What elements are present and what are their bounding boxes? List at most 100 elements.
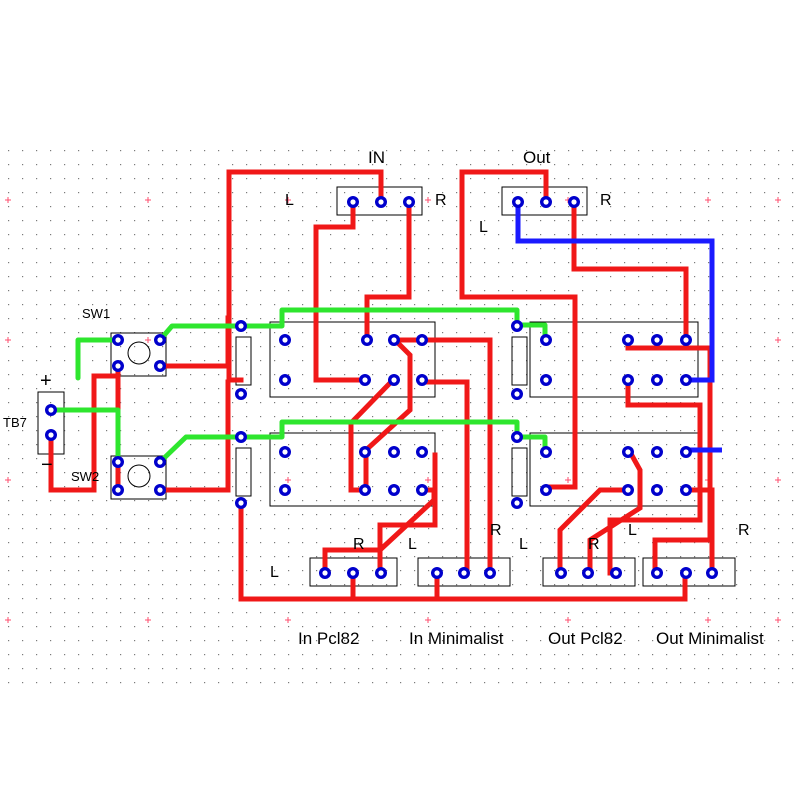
grid-dot bbox=[64, 164, 66, 166]
grid-dot bbox=[484, 556, 486, 558]
grid-dot bbox=[554, 640, 556, 642]
grid-dot bbox=[624, 500, 626, 502]
grid-dot bbox=[498, 164, 500, 166]
grid-dot bbox=[274, 192, 276, 194]
grid-dot bbox=[162, 248, 164, 250]
grid-dot bbox=[722, 584, 724, 586]
grid-dot bbox=[540, 178, 542, 180]
grid-dot bbox=[750, 304, 752, 306]
grid-dot bbox=[722, 402, 724, 404]
trace-in-l bbox=[313, 199, 368, 383]
grid-dot bbox=[274, 234, 276, 236]
grid-dot bbox=[750, 220, 752, 222]
grid-dot bbox=[512, 612, 514, 614]
grid-dot bbox=[190, 150, 192, 152]
grid-dot bbox=[414, 626, 416, 628]
grid-dot bbox=[204, 668, 206, 670]
grid-dot bbox=[372, 304, 374, 306]
grid-dot bbox=[246, 668, 248, 670]
grid-dot bbox=[610, 514, 612, 516]
relay-1-coil-icon bbox=[235, 336, 252, 386]
grid-dot bbox=[596, 346, 598, 348]
grid-dot bbox=[470, 528, 472, 530]
grid-dot bbox=[666, 164, 668, 166]
grid-dot bbox=[330, 332, 332, 334]
grid-dot bbox=[36, 290, 38, 292]
grid-dot bbox=[624, 668, 626, 670]
grid-dot bbox=[302, 346, 304, 348]
grid-dot bbox=[330, 276, 332, 278]
grid-dot bbox=[680, 318, 682, 320]
grid-dot bbox=[134, 612, 136, 614]
grid-dot bbox=[218, 626, 220, 628]
grid-dot bbox=[50, 374, 52, 376]
grid-dot bbox=[764, 178, 766, 180]
grid-dot bbox=[316, 402, 318, 404]
pad-hole bbox=[48, 407, 54, 413]
pad-hole bbox=[683, 449, 689, 455]
grid-dot bbox=[274, 374, 276, 376]
grid-dot bbox=[596, 654, 598, 656]
pad-hole bbox=[543, 377, 549, 383]
grid-dot bbox=[260, 682, 262, 684]
grid-dot bbox=[568, 346, 570, 348]
grid-dot bbox=[78, 668, 80, 670]
grid-dot bbox=[414, 262, 416, 264]
grid-dot bbox=[372, 654, 374, 656]
grid-dot bbox=[680, 668, 682, 670]
grid-dot bbox=[78, 458, 80, 460]
grid-dot bbox=[736, 682, 738, 684]
grid-dot bbox=[512, 472, 514, 474]
grid-dot bbox=[596, 276, 598, 278]
grid-dot bbox=[666, 682, 668, 684]
grid-dot bbox=[512, 164, 514, 166]
grid-dot bbox=[218, 500, 220, 502]
grid-dot bbox=[330, 654, 332, 656]
grid-dot bbox=[554, 458, 556, 460]
grid-dot bbox=[148, 458, 150, 460]
grid-dot bbox=[372, 528, 374, 530]
grid-dot bbox=[274, 318, 276, 320]
grid-dot bbox=[106, 458, 108, 460]
grid-dot bbox=[694, 486, 696, 488]
grid-dot bbox=[358, 304, 360, 306]
grid-dot bbox=[764, 626, 766, 628]
grid-dot bbox=[582, 444, 584, 446]
sw1-body bbox=[110, 332, 167, 377]
grid-dot bbox=[78, 682, 80, 684]
grid-dot bbox=[694, 388, 696, 390]
grid-dot bbox=[540, 514, 542, 516]
grid-dot bbox=[78, 402, 80, 404]
grid-dot bbox=[484, 164, 486, 166]
grid-dot bbox=[722, 234, 724, 236]
grid-dot bbox=[624, 192, 626, 194]
grid-dot bbox=[610, 402, 612, 404]
grid-dot bbox=[498, 612, 500, 614]
grid-dot bbox=[64, 304, 66, 306]
grid-dot bbox=[204, 612, 206, 614]
grid-dot bbox=[442, 220, 444, 222]
pad-hole bbox=[391, 377, 397, 383]
grid-dot bbox=[708, 276, 710, 278]
grid-dot bbox=[750, 318, 752, 320]
grid-dot bbox=[134, 206, 136, 208]
grid-dot bbox=[92, 668, 94, 670]
grid-dot bbox=[540, 248, 542, 250]
pad-hole bbox=[543, 199, 549, 205]
label-b2-r: R bbox=[490, 522, 502, 539]
pad-hole bbox=[683, 487, 689, 493]
grid-dot bbox=[694, 178, 696, 180]
grid-dot bbox=[176, 150, 178, 152]
grid-dot bbox=[190, 374, 192, 376]
grid-dot bbox=[218, 332, 220, 334]
grid-dot bbox=[708, 248, 710, 250]
grid-dot bbox=[596, 430, 598, 432]
grid-dot bbox=[260, 220, 262, 222]
grid-dot bbox=[120, 374, 122, 376]
grid-dot bbox=[204, 514, 206, 516]
grid-dot bbox=[386, 612, 388, 614]
grid-dot bbox=[232, 556, 234, 558]
grid-dot bbox=[778, 178, 780, 180]
grid-dot bbox=[8, 472, 10, 474]
grid-dot bbox=[428, 276, 430, 278]
